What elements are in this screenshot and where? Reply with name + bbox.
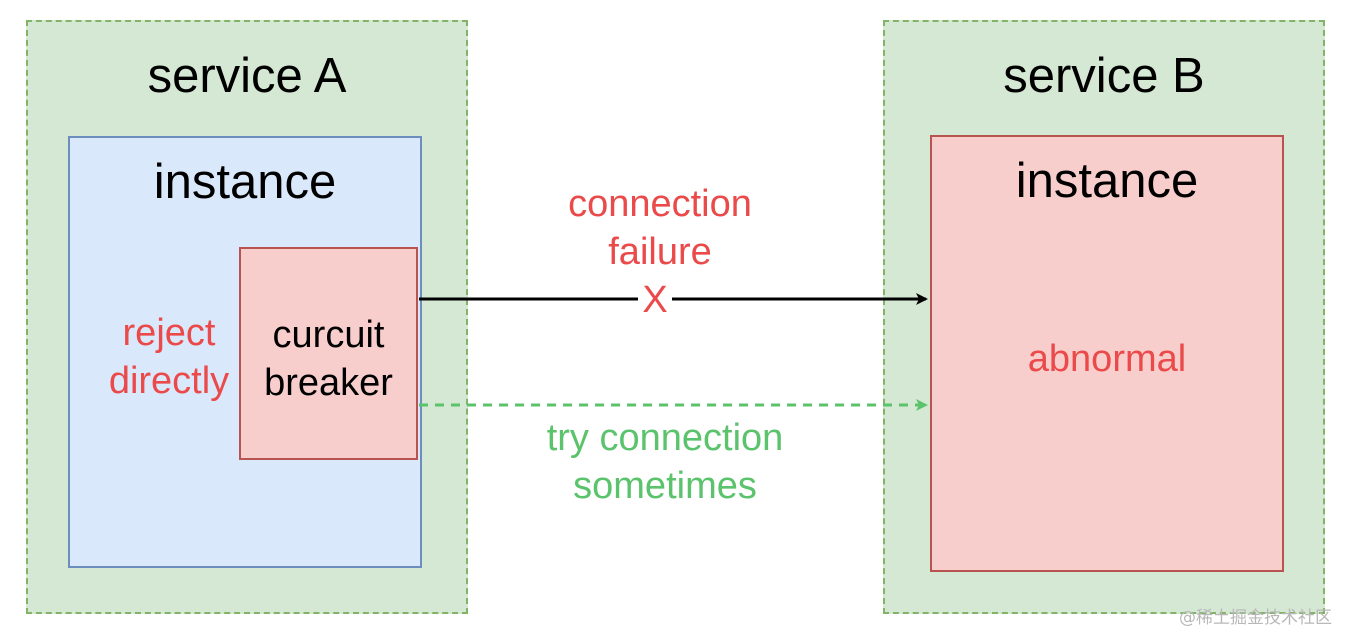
instance-b-box: instance abnormal	[930, 135, 1284, 572]
reject-label-line1: reject	[122, 312, 216, 354]
connection-failure-label: connection failure	[540, 180, 780, 276]
circuit-breaker-label-line2: breaker	[264, 362, 393, 404]
circuit-breaker-box: curcuit breaker	[239, 247, 418, 460]
try-connection-line1: try connection	[546, 417, 784, 459]
circuit-breaker-label: curcuit breaker	[241, 311, 416, 407]
reject-directly-label: reject directly	[96, 309, 242, 405]
service-a-title: service A	[147, 49, 347, 103]
failure-x-mark: X	[642, 279, 667, 321]
connection-failure-line2: failure	[608, 231, 712, 273]
instance-a-title: instance	[153, 155, 337, 209]
instance-b-title: instance	[1015, 154, 1199, 208]
try-connection-line2: sometimes	[573, 465, 757, 507]
circuit-breaker-label-line1: curcuit	[272, 314, 385, 356]
connection-failure-line1: connection	[568, 183, 752, 225]
try-connection-label: try connection sometimes	[500, 414, 830, 510]
watermark: @稀土掘金技术社区	[1179, 608, 1332, 628]
failure-mark-background	[638, 282, 672, 316]
abnormal-status-label: abnormal	[1027, 338, 1187, 380]
service-b-title: service B	[1003, 49, 1205, 103]
reject-label-line2: directly	[108, 360, 230, 402]
